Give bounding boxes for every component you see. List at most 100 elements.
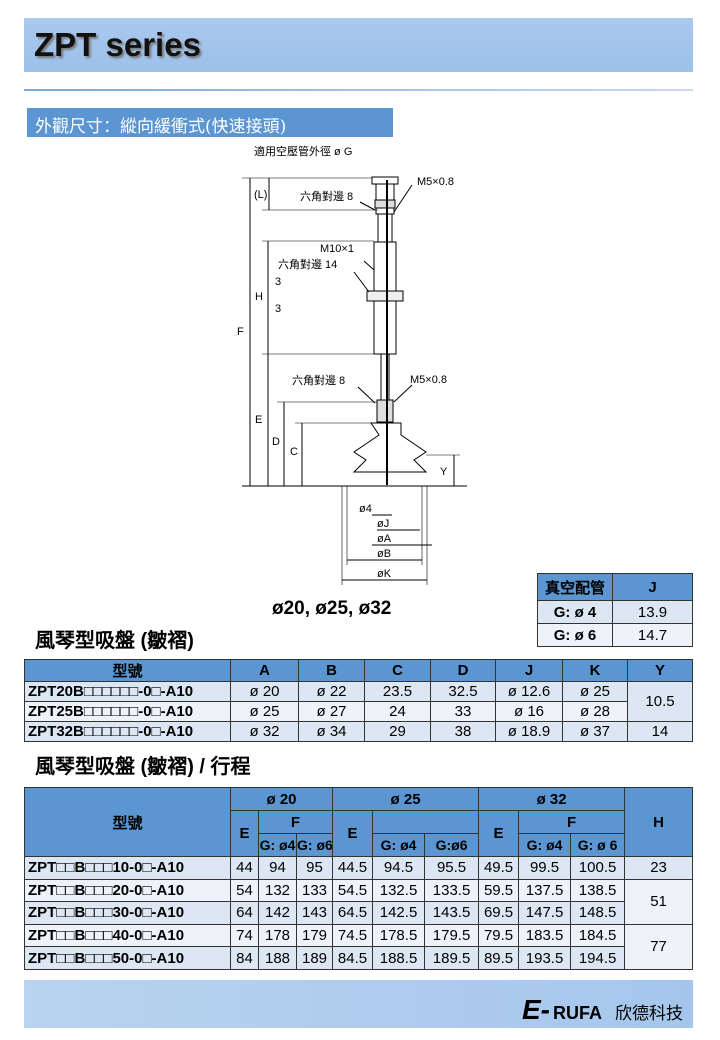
column-header: D <box>430 659 496 682</box>
cell: 132 <box>258 878 297 903</box>
cell: G: ø 6 <box>537 623 613 647</box>
cell: 94.5 <box>372 856 426 880</box>
cell: ZPT□□B□□□30-0□-A10 <box>24 901 231 925</box>
cell: ø 34 <box>298 721 365 742</box>
h-value: 77 <box>624 923 693 970</box>
cell: 29 <box>364 721 431 742</box>
cell: G: ø 4 <box>537 600 613 624</box>
e-header: E <box>332 810 374 857</box>
company-logo: E- RUFA 欣德科技 <box>522 994 683 1026</box>
e-header: E <box>478 810 520 857</box>
cell: 100.5 <box>570 856 626 880</box>
cell: 23.5 <box>364 681 431 702</box>
cell: ø 16 <box>495 701 563 722</box>
label-hex8-top: 六角對邊 8 <box>300 189 353 203</box>
label-m5-bottom: M5×0.8 <box>410 374 447 386</box>
column-header: A <box>230 659 299 682</box>
label-hex14: 六角對邊 14 <box>278 257 337 271</box>
column-header: Y <box>627 659 693 682</box>
cell: 95 <box>295 856 334 880</box>
cell: 38 <box>430 721 496 742</box>
cell: 49.5 <box>478 856 520 880</box>
label-D: D <box>272 436 280 448</box>
cell: ø 28 <box>562 701 628 722</box>
cell: 44 <box>230 856 259 880</box>
j-header: J <box>612 573 693 601</box>
cell: 178 <box>258 923 297 948</box>
label-C: C <box>290 446 298 458</box>
column-header: B <box>298 659 365 682</box>
cell: 132.5 <box>372 878 426 903</box>
cell: 89.5 <box>478 946 520 970</box>
h-value: 23 <box>624 856 693 880</box>
sub-header: G: ø4 <box>518 833 572 857</box>
label-dA: øA <box>377 533 392 545</box>
cell: ø 20 <box>230 681 299 702</box>
label-E: E <box>255 414 262 426</box>
cell: ZPT□□B□□□20-0□-A10 <box>24 878 231 903</box>
header-divider <box>24 89 693 91</box>
footer: E- RUFA 欣德科技 <box>24 980 693 1028</box>
group-header: ø 32 <box>478 787 626 811</box>
cell: 179 <box>295 923 334 948</box>
cell: 24 <box>364 701 431 722</box>
vacuum-header: 真空配管 <box>537 573 613 601</box>
cell: 74 <box>230 923 259 948</box>
label-L: (L) <box>254 189 267 201</box>
label-dB: øB <box>377 548 391 560</box>
model-header: 型號 <box>24 787 231 857</box>
cell: 64.5 <box>332 901 374 925</box>
label-3b: 3 <box>275 303 281 315</box>
cell: 69.5 <box>478 901 520 925</box>
cell: ø 25 <box>230 701 299 722</box>
company-name: 欣德科技 <box>615 1004 683 1023</box>
page-title: ZPT series <box>34 26 201 63</box>
cell: 142.5 <box>372 901 426 925</box>
sub-header: G: ø6 <box>295 833 334 857</box>
cell: 10.5 <box>627 681 693 722</box>
cell: 74.5 <box>332 923 374 948</box>
cell: 95.5 <box>424 856 480 880</box>
cell: ø 37 <box>562 721 628 742</box>
sub-header: G:ø6 <box>424 833 480 857</box>
cell: ZPT□□B□□□10-0□-A10 <box>24 856 231 880</box>
section-title: 外觀尺寸：縱向緩衝式(快速接頭) <box>27 108 393 137</box>
cell: 94 <box>258 856 297 880</box>
cell: ZPT□□B□□□50-0□-A10 <box>24 946 231 970</box>
cell: ZPT□□B□□□40-0□-A10 <box>24 923 231 948</box>
cell: 194.5 <box>570 946 626 970</box>
label-tube-od: 適用空壓管外徑 ø G <box>254 144 352 158</box>
cell: 188 <box>258 946 297 970</box>
cell: 137.5 <box>518 878 572 903</box>
label-hex8-bottom: 六角對邊 8 <box>292 373 345 387</box>
cell: 184.5 <box>570 923 626 948</box>
cell: 44.5 <box>332 856 374 880</box>
cell: 179.5 <box>424 923 480 948</box>
cell: ø 12.6 <box>495 681 563 702</box>
cell: 143 <box>295 901 334 925</box>
cell: 79.5 <box>478 923 520 948</box>
column-header: J <box>495 659 563 682</box>
group-header: ø 20 <box>229 787 334 811</box>
cell: 143.5 <box>424 901 480 925</box>
size-caption: ø20, ø25, ø32 <box>272 598 392 619</box>
cell: 142 <box>258 901 297 925</box>
cell: 59.5 <box>478 878 520 903</box>
cell: ZPT25B□□□□□□-0□-A10 <box>24 701 231 722</box>
column-header: 型號 <box>24 659 231 682</box>
cell: 133.5 <box>424 878 480 903</box>
cell: ZPT20B□□□□□□-0□-A10 <box>24 681 231 702</box>
cell: 189 <box>295 946 334 970</box>
label-dK: øK <box>377 568 392 580</box>
cell: ø 22 <box>298 681 365 702</box>
